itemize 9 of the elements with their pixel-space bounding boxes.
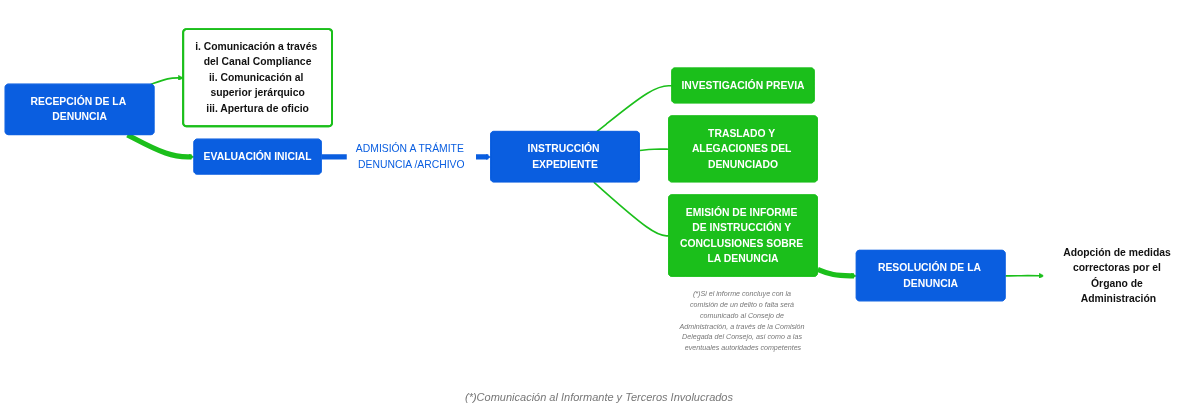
arrow — [816, 266, 857, 279]
note-text: (*)Comunicación al Informante y Terceros Involucrados — [465, 391, 733, 403]
connector — [638, 148, 670, 152]
arrow — [149, 75, 184, 86]
arrow — [1004, 272, 1045, 279]
connector — [593, 181, 670, 237]
edge-label: ADMISIÓN A TRÁMITE DENUNCIA /ARCHIVO — [355, 143, 465, 170]
node-text: Adopción de medidas correctoras por el Órgano de Administración — [1063, 246, 1171, 305]
connector — [596, 84, 673, 133]
